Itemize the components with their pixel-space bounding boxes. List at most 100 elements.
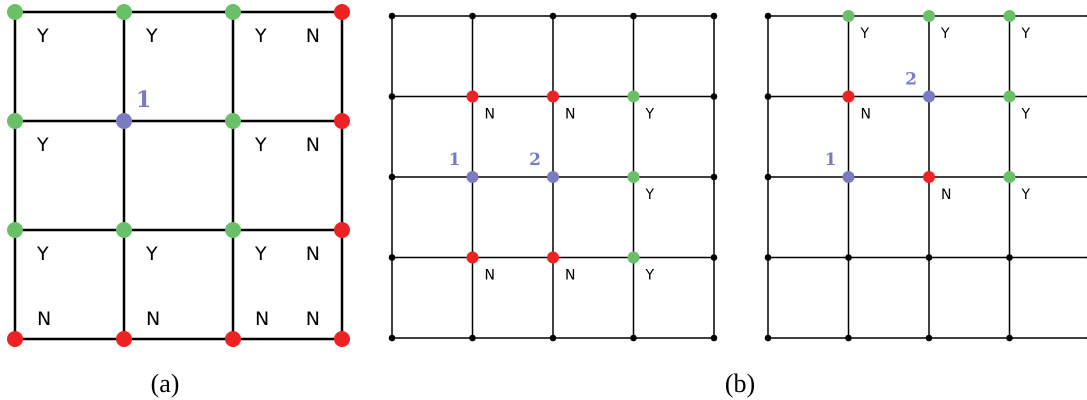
node-label: Y xyxy=(940,26,950,42)
node-no xyxy=(466,90,479,103)
node-label: N xyxy=(255,308,269,330)
node-yes xyxy=(923,10,935,22)
node-label: N xyxy=(941,187,951,203)
node-label: Y xyxy=(860,26,870,42)
node-number-label: 1 xyxy=(825,150,837,170)
node-plain xyxy=(925,254,933,261)
node-yes xyxy=(627,171,640,183)
node-yes xyxy=(842,10,855,22)
node-label: N xyxy=(306,134,320,156)
node-yes xyxy=(7,4,23,20)
node-numbered xyxy=(466,171,479,183)
node-plain xyxy=(925,334,933,342)
node-plain xyxy=(764,334,772,342)
node-yes xyxy=(627,90,640,103)
node-label: N xyxy=(565,107,575,123)
node-no xyxy=(547,90,559,103)
node-plain xyxy=(764,93,772,100)
node-plain xyxy=(710,334,718,342)
node-plain xyxy=(1006,254,1013,261)
node-number-label: 2 xyxy=(905,70,917,90)
node-plain xyxy=(764,12,772,20)
node-yes xyxy=(627,251,640,264)
node-no xyxy=(7,331,23,347)
node-label: Y xyxy=(254,25,267,47)
node-label: N xyxy=(485,268,495,284)
node-plain xyxy=(549,12,557,20)
node-yes xyxy=(7,222,23,238)
node-yes xyxy=(225,113,241,129)
node-yes xyxy=(225,222,241,238)
node-plain xyxy=(388,173,396,181)
node-plain xyxy=(845,254,852,261)
node-no xyxy=(547,251,559,264)
node-yes xyxy=(116,222,132,238)
node-label: Y xyxy=(645,268,655,284)
node-plain xyxy=(469,334,476,342)
node-label: Y xyxy=(645,187,655,203)
node-plain xyxy=(710,254,718,261)
node-plain xyxy=(845,334,852,342)
node-no xyxy=(116,331,132,347)
node-label: N xyxy=(306,308,320,330)
caption-a: (a) xyxy=(151,369,180,398)
node-no xyxy=(334,4,350,20)
node-label: N xyxy=(485,107,495,123)
node-no xyxy=(466,251,479,264)
node-yes xyxy=(1003,90,1016,103)
node-label: Y xyxy=(145,25,158,47)
node-label: Y xyxy=(254,134,267,156)
node-label: N xyxy=(146,308,160,330)
node-plain xyxy=(764,254,772,261)
node-label: Y xyxy=(36,134,49,156)
node-yes xyxy=(1003,10,1016,22)
node-number-label: 1 xyxy=(449,150,461,170)
node-number-label: 1 xyxy=(136,87,151,113)
node-label: Y xyxy=(1021,26,1031,42)
node-plain xyxy=(388,12,396,20)
node-plain xyxy=(630,334,637,342)
node-yes xyxy=(116,4,132,20)
node-plain xyxy=(710,12,718,20)
node-plain xyxy=(1006,334,1013,342)
node-plain xyxy=(469,12,476,20)
node-plain xyxy=(710,93,718,100)
node-plain xyxy=(630,12,637,20)
node-numbered xyxy=(923,90,935,103)
node-no xyxy=(923,171,935,183)
node-plain xyxy=(549,334,557,342)
node-label: N xyxy=(306,243,320,265)
node-label: Y xyxy=(1021,107,1031,123)
node-yes xyxy=(1003,171,1016,183)
node-no xyxy=(334,222,350,238)
node-label: N xyxy=(306,25,320,47)
node-no xyxy=(842,90,855,103)
node-label: Y xyxy=(254,243,267,265)
node-yes xyxy=(7,113,23,129)
node-label: Y xyxy=(36,243,49,265)
node-label: Y xyxy=(645,107,655,123)
node-label: N xyxy=(37,308,51,330)
node-label: N xyxy=(861,107,871,123)
node-plain xyxy=(388,334,396,342)
node-numbered xyxy=(842,171,855,183)
node-no xyxy=(334,113,350,129)
node-yes xyxy=(225,4,241,20)
node-numbered xyxy=(116,113,132,129)
node-plain xyxy=(388,254,396,261)
node-no xyxy=(334,331,350,347)
node-label: Y xyxy=(1021,187,1031,203)
node-no xyxy=(225,331,241,347)
node-label: N xyxy=(565,268,575,284)
node-plain xyxy=(710,173,718,181)
node-label: Y xyxy=(36,25,49,47)
node-plain xyxy=(388,93,396,100)
node-numbered xyxy=(547,171,559,183)
node-plain xyxy=(764,173,772,181)
node-label: Y xyxy=(145,243,158,265)
caption-b: (b) xyxy=(725,369,755,398)
